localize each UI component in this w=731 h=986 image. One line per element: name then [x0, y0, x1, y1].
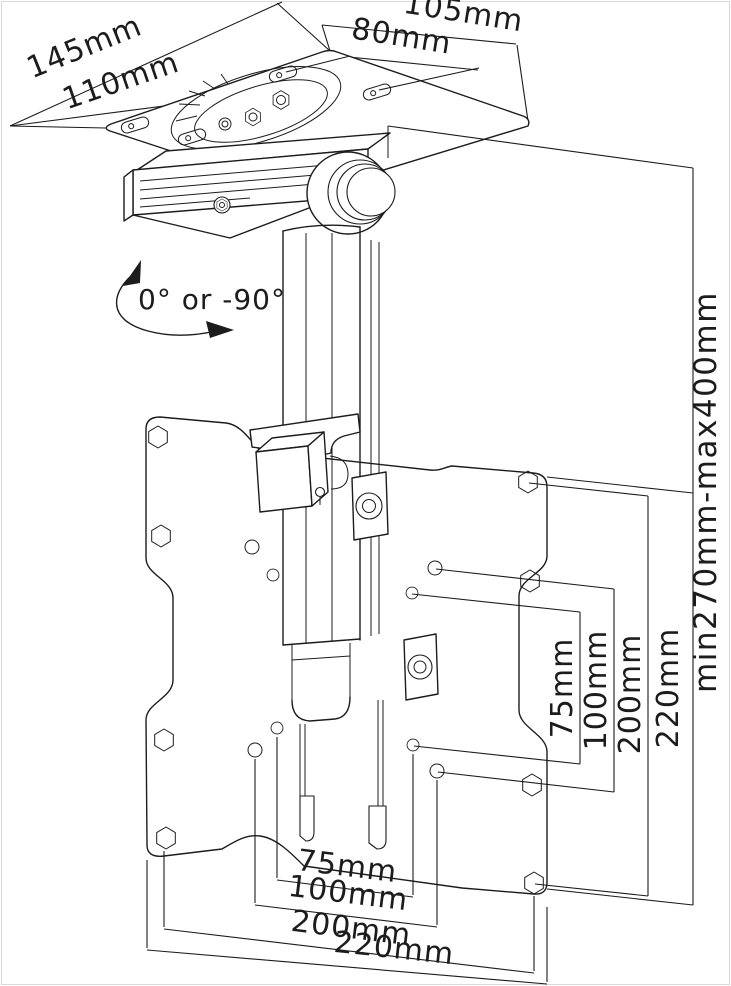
dim-label-v75: 75mm: [545, 638, 580, 739]
dim-label-h220: 220mm: [332, 925, 456, 972]
hinge-assembly: [123, 126, 396, 239]
dim-label-v200: 200mm: [613, 634, 648, 755]
locking-screw-lower: [403, 633, 439, 701]
dim-label-v220: 220mm: [651, 628, 686, 749]
telescoping-column: [249, 224, 439, 850]
bottom-hook-left: [299, 795, 315, 842]
vesa-plate-outline: [145, 416, 548, 895]
vesa-plate: [145, 416, 548, 895]
tilt-knob: [306, 151, 396, 235]
rotation-annotation: 0° or -90°: [115, 260, 286, 338]
rotation-arrow-right-icon: [206, 321, 234, 338]
swivel-slot-outer: [170, 66, 342, 150]
bottom-hook-right: [368, 805, 387, 850]
hinge-bolt: [213, 196, 231, 214]
pivot-bolts: [218, 90, 290, 131]
rotation-arrow-up-icon: [123, 260, 141, 286]
dim-label-v100: 100mm: [579, 630, 614, 751]
locking-screw-upper: [351, 471, 389, 541]
rotation-arc: [115, 270, 217, 336]
dim-drop-range: min270mm-max400mm: [387, 125, 724, 693]
clamp-block: [255, 445, 313, 513]
dim-label-drop-range: min270mm-max400mm: [688, 291, 724, 693]
rotation-angle-label: 0° or -90°: [138, 283, 286, 316]
swivel-slot-inner: [194, 79, 328, 143]
dims-vesa-vertical: 75mm 100mm 200mm 220mm: [411, 476, 694, 906]
dim-ceiling-plate-width: 105mm 80mm: [321, 0, 529, 122]
